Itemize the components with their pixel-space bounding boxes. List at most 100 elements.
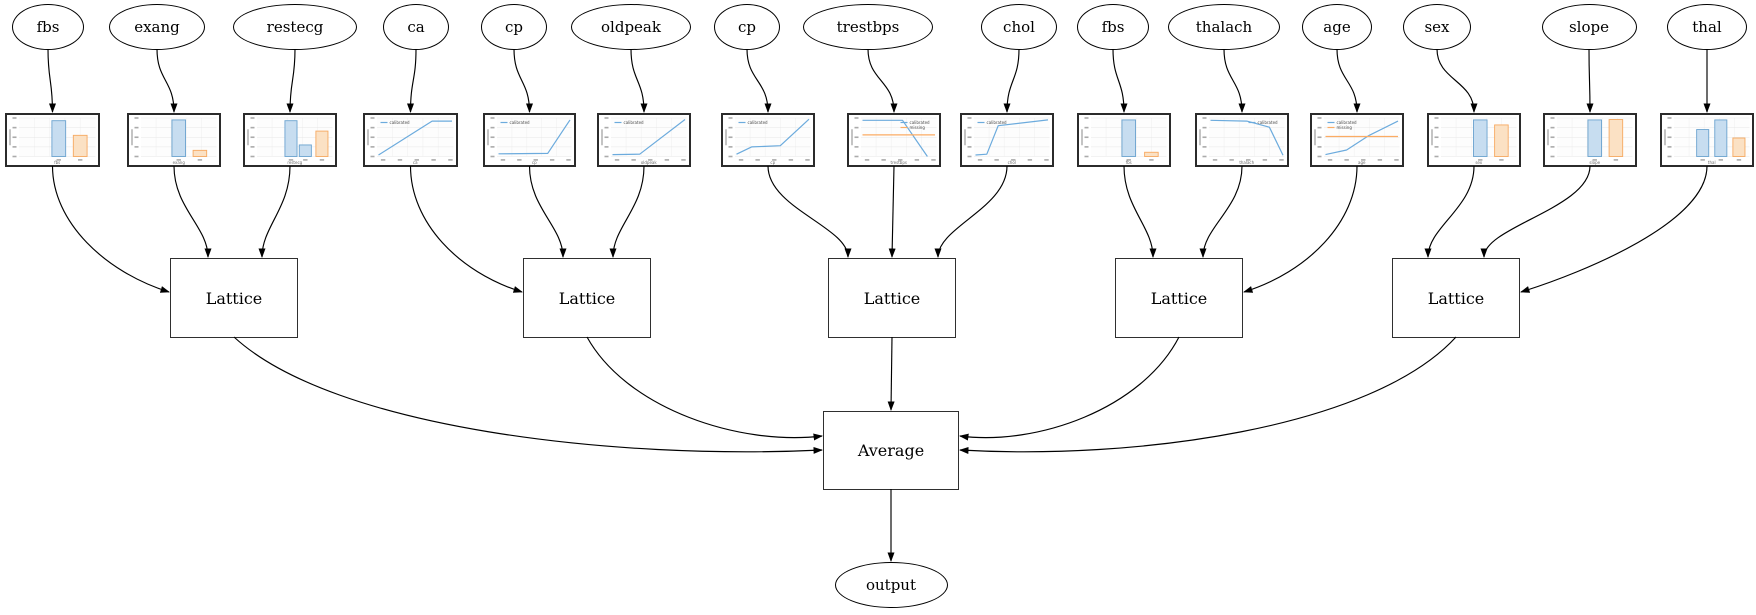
y-tick-label (967, 117, 972, 119)
series-line-calibrated (862, 119, 928, 157)
x-axis-label: fbs (1126, 160, 1132, 165)
lattice-node-label: Lattice (1150, 288, 1208, 308)
y-tick-label (1084, 136, 1089, 139)
legend-label: calibrated (987, 120, 1008, 125)
series-line-calibrated (498, 119, 571, 155)
x-tick-label (1718, 159, 1724, 161)
lattice-node-label: Lattice (558, 288, 616, 308)
legend-label: calibrated (390, 120, 411, 125)
input-node-slope: slope (1541, 4, 1637, 50)
x-tick-label (380, 159, 386, 161)
series-line-calibrated (1325, 120, 1399, 156)
y-tick-label (1317, 155, 1322, 158)
y-tick-label (604, 126, 609, 129)
edge-c3-l1 (258, 165, 291, 258)
x-tick-label (1011, 159, 1016, 161)
y-tick-label (134, 146, 139, 148)
y-tick-label (854, 126, 859, 129)
y-tick-label (967, 146, 972, 148)
bar-blue (51, 120, 67, 157)
calibrator-chart-fbs: fbs (5, 113, 100, 167)
y-tick-label (1202, 155, 1207, 158)
x-tick-label (500, 159, 506, 161)
mini-chart: calibrated chol (964, 117, 1050, 165)
legend-label: calibrated (510, 120, 531, 125)
input-node-label: chol (1003, 18, 1035, 36)
mini-chart: restecg (247, 117, 333, 165)
calibrator-chart-sex: sex (1427, 113, 1521, 167)
y-tick-label (1434, 155, 1439, 158)
edge-i11-c11 (1223, 48, 1246, 113)
input-node-label: trestbps (836, 18, 900, 36)
y-axis-label (487, 129, 489, 146)
bar-blue (1121, 119, 1136, 157)
x-tick-label (319, 159, 325, 161)
input-node-exang: exang (109, 4, 205, 50)
mini-chart: fbs (1081, 117, 1167, 165)
x-tick-label (1361, 159, 1366, 161)
edge-c1-l1 (51, 165, 170, 293)
x-tick-label (977, 159, 983, 161)
y-tick-label (12, 126, 17, 129)
edge-i9-c9 (1003, 48, 1020, 113)
calibrator-chart-slope: slope (1543, 113, 1637, 167)
x-axis-label: thalach (1239, 160, 1254, 165)
edge-i3-c3 (286, 48, 296, 113)
legend-label: calibrated (748, 120, 769, 125)
y-tick-label (12, 117, 17, 119)
y-tick-label (604, 155, 609, 158)
y-tick-label (1434, 126, 1439, 129)
x-tick-label (431, 159, 436, 161)
y-tick-label (370, 146, 375, 148)
y-tick-label (134, 136, 139, 139)
edge-i14-c14 (1586, 48, 1594, 113)
input-node-fbs: fbs (1077, 4, 1149, 50)
y-tick-label (1084, 155, 1089, 158)
input-node-label: slope (1568, 18, 1609, 36)
y-tick-label (490, 126, 495, 129)
y-axis-label (725, 129, 727, 146)
input-node-label: restecg (266, 18, 324, 36)
y-tick-label (1550, 126, 1555, 129)
y-axis-label (601, 129, 603, 146)
y-axis-label (1664, 129, 1666, 146)
y-tick-label (1084, 117, 1089, 119)
y-tick-label (1317, 126, 1322, 129)
x-axis-label: chol (1008, 160, 1016, 165)
y-tick-label (1667, 146, 1672, 148)
y-tick-label (370, 117, 375, 119)
y-axis-label (247, 129, 249, 146)
x-tick-label (517, 159, 522, 161)
x-axis-label: restecg (287, 160, 302, 165)
y-tick-label (490, 117, 495, 119)
y-tick-label (728, 117, 733, 119)
x-tick-label (549, 159, 555, 161)
bar-orange (1144, 151, 1159, 157)
edge-i2-c2 (156, 48, 178, 113)
y-tick-label (250, 146, 255, 148)
y-tick-label (1667, 126, 1672, 129)
series-line-calibrated (612, 119, 686, 156)
legend-label: missing (910, 125, 926, 130)
lattice-node-label: Lattice (863, 288, 921, 308)
average-node: Average (823, 411, 959, 490)
input-node-label: thalach (1195, 18, 1253, 36)
y-axis-label (964, 129, 966, 146)
edge-c10-l4 (1123, 165, 1157, 258)
legend-label: missing (1337, 125, 1353, 130)
x-tick-label (197, 159, 203, 161)
y-tick-label (1202, 126, 1207, 129)
y-tick-label (12, 155, 17, 158)
calibrator-chart-thal: thal (1660, 113, 1754, 167)
edge-c11-l4 (1199, 165, 1243, 258)
x-axis-label: exang (173, 160, 186, 165)
x-axis-label: fbs (54, 160, 60, 165)
edge-c15-l5 (1520, 165, 1708, 293)
legend-label: calibrated (1258, 120, 1279, 125)
y-tick-label (1434, 146, 1439, 148)
x-tick-label (78, 159, 83, 161)
y-tick-label (12, 146, 17, 148)
